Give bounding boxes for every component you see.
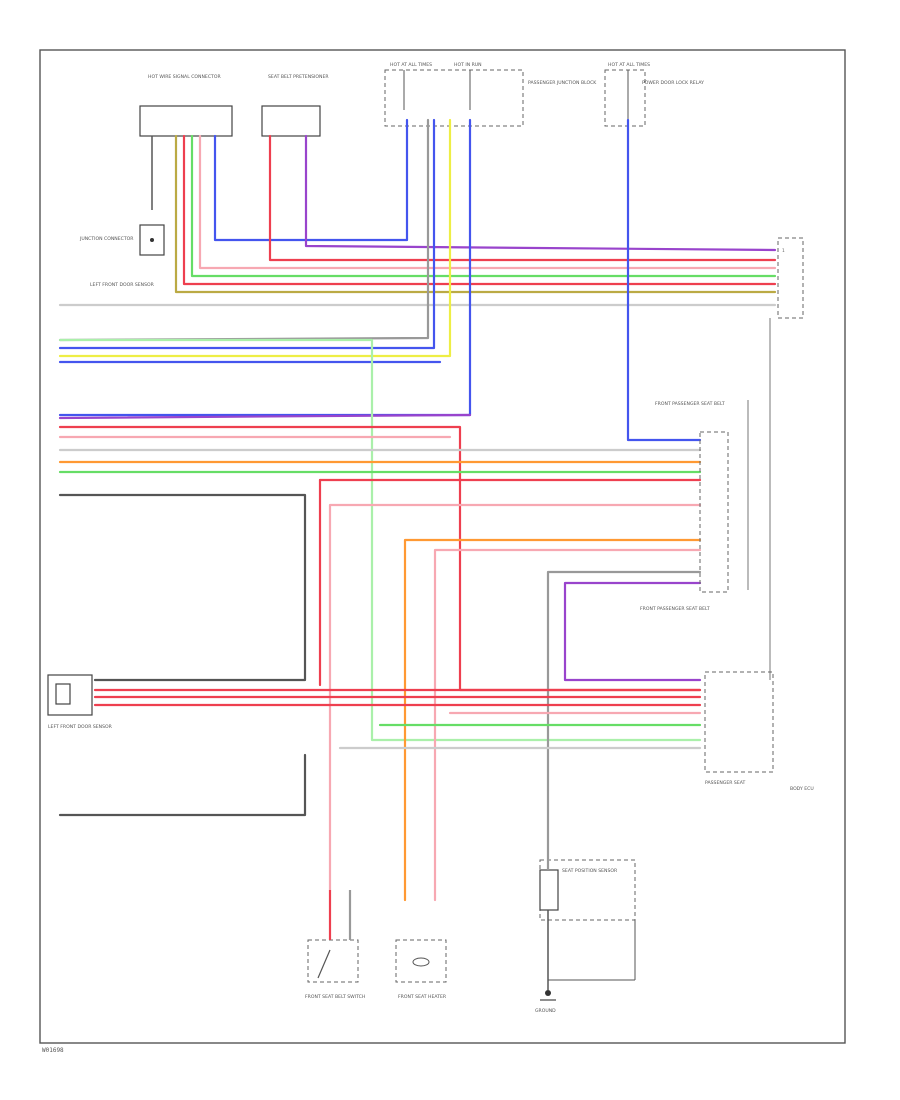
- top-left-module: HOT WIRE SIGNAL CONNECTOR: [139, 74, 233, 210]
- sensor-group-label: FRONT PASSENGER SEAT BELT: [640, 606, 710, 612]
- wire-lightgreen-1: [58, 338, 702, 742]
- bottom-sensor-label: SEAT POSITION SENSOR: [562, 868, 618, 874]
- wire-violet-3: [563, 581, 702, 682]
- wire-red-2: [182, 134, 777, 286]
- left-connector: JUNCTION CONNECTOR LEFT FRONT DOOR SENSO…: [79, 224, 165, 288]
- relay-top-right: HOT AT ALL TIMES POWER DOOR LOCK RELAY: [604, 62, 704, 127]
- ground-label: GROUND: [535, 1008, 556, 1014]
- passenger-seat-label: PASSENGER SEAT: [705, 780, 746, 786]
- wire-red-3: [58, 425, 702, 692]
- wire-green-1: [190, 134, 777, 278]
- wire-orange-2: [403, 538, 702, 902]
- left-sensor-label: LEFT FRONT DOOR SENSOR: [90, 282, 155, 288]
- body-ecu-label: BODY ECU: [790, 786, 814, 792]
- ground-symbol: GROUND: [535, 990, 556, 1014]
- passenger-seat-module: PASSENGER SEAT BODY ECU: [704, 671, 814, 792]
- top-mid-module-label: SEAT BELT PRETENSIONER: [268, 74, 329, 80]
- fuse-a-label: HOT AT ALL TIMES: [390, 62, 432, 68]
- junction-block-label: PASSENGER JUNCTION BLOCK: [528, 80, 597, 86]
- left-bottom-sensor-label: LEFT FRONT DOOR SENSOR: [48, 724, 113, 730]
- bottom-switch-label: FRONT SEAT BELT SWITCH: [305, 994, 365, 1000]
- lower-harness-wires: [58, 688, 702, 817]
- fuse-b-label: HOT IN RUN: [454, 62, 482, 68]
- wire-gray-3: [546, 570, 702, 792]
- bottom-switch: FRONT SEAT BELT SWITCH: [305, 890, 365, 1000]
- wire-dark-2: [58, 753, 307, 817]
- wire-pink-1: [198, 134, 777, 270]
- right-connector-top: 1: [777, 237, 804, 319]
- fuse-c-label: HOT AT ALL TIMES: [608, 62, 650, 68]
- svg-text:1: 1: [782, 248, 785, 254]
- diagram-frame: [39, 49, 846, 1044]
- top-harness-wires: [58, 118, 777, 442]
- wire-yellow-1: [58, 118, 452, 358]
- wire-olive-1: [174, 134, 777, 294]
- left-bottom-sensor: LEFT FRONT DOOR SENSOR: [47, 674, 113, 730]
- wire-blue-1: [213, 118, 409, 242]
- wire-gray-2: [58, 118, 430, 342]
- fuse-block: HOT AT ALL TIMES HOT IN RUN PASSENGER JU…: [384, 62, 597, 127]
- sensor-group-connector: FRONT PASSENGER SEAT BELT FRONT PASSENGE…: [640, 318, 771, 680]
- top-left-module-label: HOT WIRE SIGNAL CONNECTOR: [148, 74, 221, 80]
- footer-code: W01698: [42, 1047, 64, 1054]
- wire-violet-2: [58, 413, 472, 420]
- wire-red-1: [268, 134, 777, 262]
- bottom-sensor: SEAT POSITION SENSOR: [539, 790, 636, 990]
- relay-top-right-label: POWER DOOR LOCK RELAY: [642, 80, 704, 86]
- top-mid-module: SEAT BELT PRETENSIONER: [261, 74, 329, 137]
- bottom-heater-label: FRONT SEAT HEATER: [398, 994, 447, 1000]
- wire-blue-5: [626, 118, 702, 442]
- bottom-heater: FRONT SEAT HEATER: [395, 939, 447, 1000]
- relay-wire-label: FRONT PASSENGER SEAT BELT: [655, 401, 725, 407]
- wire-violet-1: [304, 134, 777, 252]
- wire-dark-1: [58, 493, 307, 682]
- wire-blue-2: [58, 118, 436, 350]
- left-connector-label: JUNCTION CONNECTOR: [79, 236, 134, 242]
